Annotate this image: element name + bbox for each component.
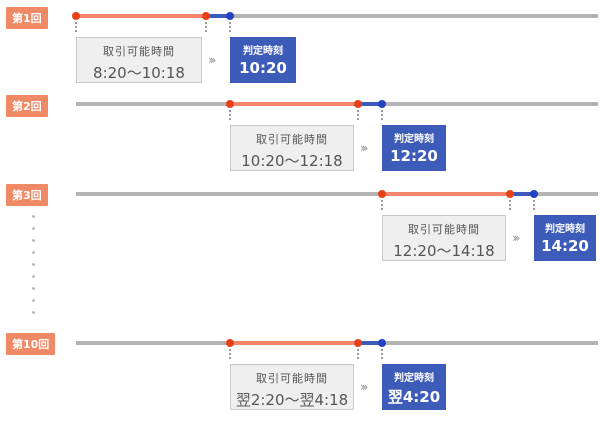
judge-time: 10:20: [239, 59, 287, 77]
trading-hours-title: 取引可能時間: [103, 45, 175, 58]
trading-hours-box-3: 取引可能時間 12:20～14:18: [382, 215, 506, 261]
trading-hours-box-1: 取引可能時間 8:20～10:18: [76, 37, 202, 83]
judge-dot: [530, 190, 538, 198]
judge-time-box-10: 判定時刻 翌4:20: [382, 364, 446, 410]
judge-time: 14:20: [541, 237, 589, 255]
judge-dot: [378, 100, 386, 108]
round-label-10: 第10回: [6, 333, 56, 355]
arrow-icon: ›››: [360, 380, 369, 394]
judge-title: 判定時刻: [545, 224, 585, 235]
end-trade-dot: [354, 100, 362, 108]
start-dot: [226, 339, 234, 347]
ellipsis-dot: [32, 311, 35, 314]
timeline-round-10: [76, 339, 598, 361]
judge-title: 判定時刻: [394, 134, 434, 145]
timeline-round-1: [72, 12, 598, 34]
judge-time-box-1: 判定時刻 10:20: [230, 37, 296, 83]
ellipsis-dot: [32, 287, 35, 290]
timeline-round-3: [76, 190, 598, 212]
ellipsis-dot: [32, 239, 35, 242]
arrow-icon: ›››: [360, 141, 369, 155]
start-dot: [226, 100, 234, 108]
round-label-3: 第3回: [6, 184, 48, 206]
judge-dot: [378, 339, 386, 347]
ellipsis-dot: [32, 215, 35, 218]
end-trade-dot: [202, 12, 210, 20]
trading-hours-time: 翌2:20～翌4:18: [235, 391, 349, 409]
judge-dot: [226, 12, 234, 20]
judge-time: 12:20: [390, 147, 438, 165]
round-label-1: 第1回: [6, 7, 48, 29]
end-trade-dot: [354, 339, 362, 347]
ellipsis-dot: [32, 251, 35, 254]
trading-hours-title: 取引可能時間: [256, 372, 328, 385]
judge-title: 判定時刻: [243, 46, 283, 57]
trading-hours-title: 取引可能時間: [256, 133, 328, 146]
ellipsis-dot: [32, 263, 35, 266]
ellipsis-dot: [32, 275, 35, 278]
round-label-2: 第2回: [6, 95, 48, 117]
judge-time-box-3: 判定時刻 14:20: [534, 215, 596, 261]
trading-hours-box-10: 取引可能時間 翌2:20～翌4:18: [230, 364, 354, 410]
end-trade-dot: [506, 190, 514, 198]
start-dot: [72, 12, 80, 20]
arrow-icon: ›››: [512, 231, 521, 245]
ellipsis-dot: [32, 227, 35, 230]
trading-hours-time: 8:20～10:18: [93, 64, 185, 82]
judge-time: 翌4:20: [387, 388, 441, 406]
arrow-icon: ›››: [208, 53, 217, 67]
trading-hours-title: 取引可能時間: [408, 223, 480, 236]
judge-title: 判定時刻: [394, 373, 434, 384]
trading-hours-time: 12:20～14:18: [393, 242, 495, 260]
trading-hours-time: 10:20～12:18: [241, 152, 343, 170]
ellipsis-dot: [32, 299, 35, 302]
start-dot: [378, 190, 386, 198]
judge-time-box-2: 判定時刻 12:20: [382, 125, 446, 171]
trading-hours-box-2: 取引可能時間 10:20～12:18: [230, 125, 354, 171]
timeline-round-2: [76, 100, 598, 122]
